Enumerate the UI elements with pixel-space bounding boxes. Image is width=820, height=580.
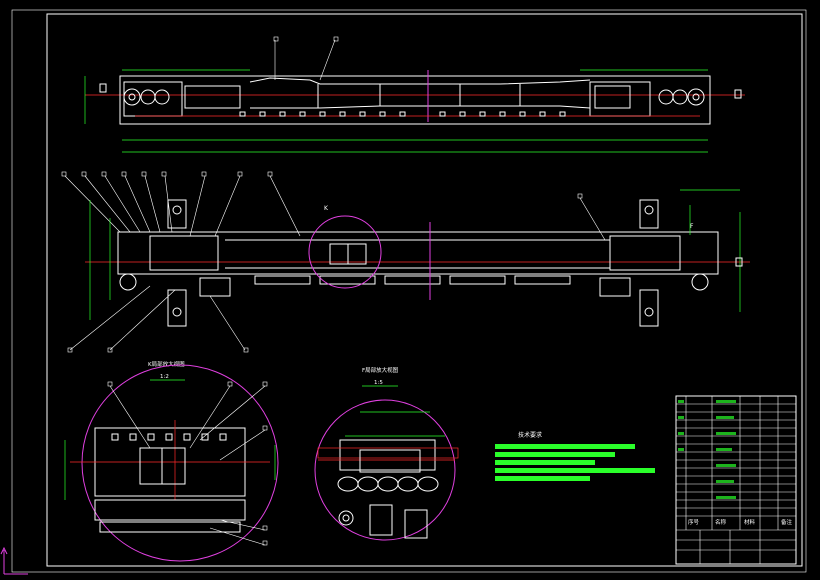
- label-k: K: [324, 205, 329, 212]
- detail-k-view: K局部放大视图 1:2: [64, 360, 279, 562]
- section-f-scale: 1:5: [374, 380, 383, 386]
- outer-frame: [11, 9, 807, 573]
- tech-requirements: 技术要求: [495, 431, 655, 481]
- section-k-title: K局部放大视图: [148, 360, 185, 368]
- section-k-scale: 1:2: [160, 374, 169, 380]
- top-view: [84, 36, 745, 153]
- inner-frame: [46, 13, 803, 567]
- detail-circle-k: [308, 215, 382, 289]
- tb-col-4: 备注: [781, 518, 793, 526]
- section-f-title: F局部放大视图: [362, 366, 399, 374]
- tb-col-1: 序号: [688, 518, 700, 526]
- tech-req-title: 技术要求: [518, 431, 542, 439]
- tb-col-2: 名称: [715, 518, 727, 526]
- tb-col-3: 材料: [744, 518, 756, 526]
- label-f: F: [690, 223, 694, 230]
- main-view: K: [61, 171, 750, 353]
- ucs-icon: [0, 546, 28, 575]
- title-block: 序号 名称 材料 备注: [675, 395, 797, 565]
- detail-f-view: F局部放大视图 1:5: [314, 366, 459, 541]
